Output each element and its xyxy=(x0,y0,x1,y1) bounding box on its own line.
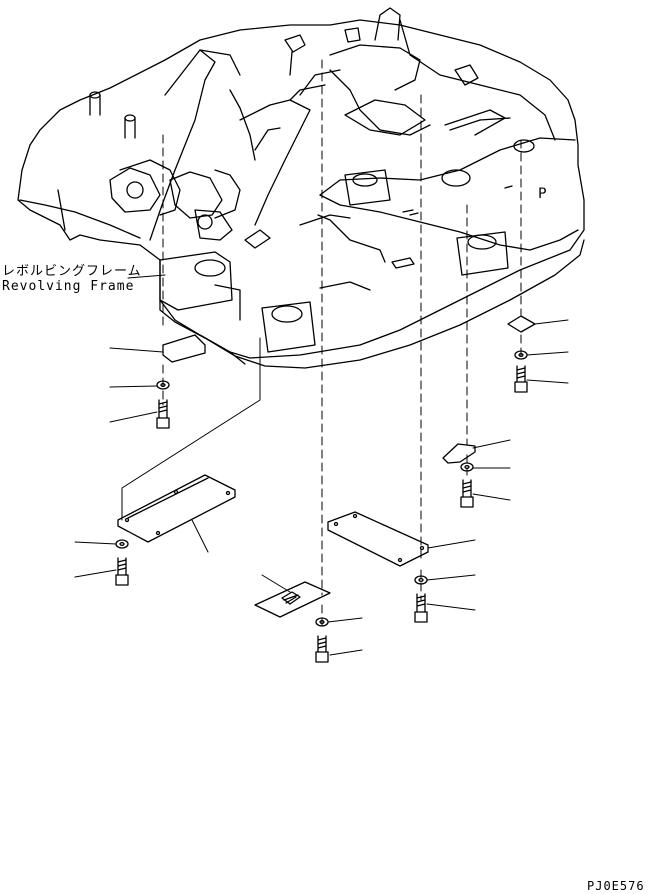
guide-lines xyxy=(162,59,522,626)
leader-line xyxy=(261,574,363,656)
bolt-center xyxy=(315,635,329,663)
frame-label-japanese: レボルビングフレーム xyxy=(2,264,142,279)
bolt-right-large xyxy=(414,593,428,623)
bolt-right-small xyxy=(514,365,528,393)
bolt-right-mid xyxy=(460,479,474,508)
cover-right-small xyxy=(507,315,536,333)
cover-right-mid xyxy=(442,443,476,464)
leader-line xyxy=(74,519,209,578)
leader-line xyxy=(426,539,476,611)
revolving-frame xyxy=(17,7,585,369)
bolt-left-large xyxy=(115,557,129,586)
leader-line xyxy=(109,347,164,423)
washer-right-mid xyxy=(460,462,474,472)
cover-center-plate xyxy=(254,581,331,618)
frame-label-english: Revolving Frame xyxy=(2,279,135,294)
diagram-code: PJ0E576 xyxy=(587,879,645,893)
cover-right-large xyxy=(327,511,429,567)
washer-left-large xyxy=(115,539,129,549)
frame-marking-letter: P xyxy=(538,186,547,202)
frame-label-leader xyxy=(127,274,166,279)
connector-line xyxy=(121,337,261,521)
washer-left-small xyxy=(156,380,170,390)
cover-left-small xyxy=(162,334,206,363)
leader-line xyxy=(472,439,511,501)
cover-left-large xyxy=(117,474,236,543)
leader-line xyxy=(526,319,569,384)
bolt-left-small xyxy=(156,399,170,429)
